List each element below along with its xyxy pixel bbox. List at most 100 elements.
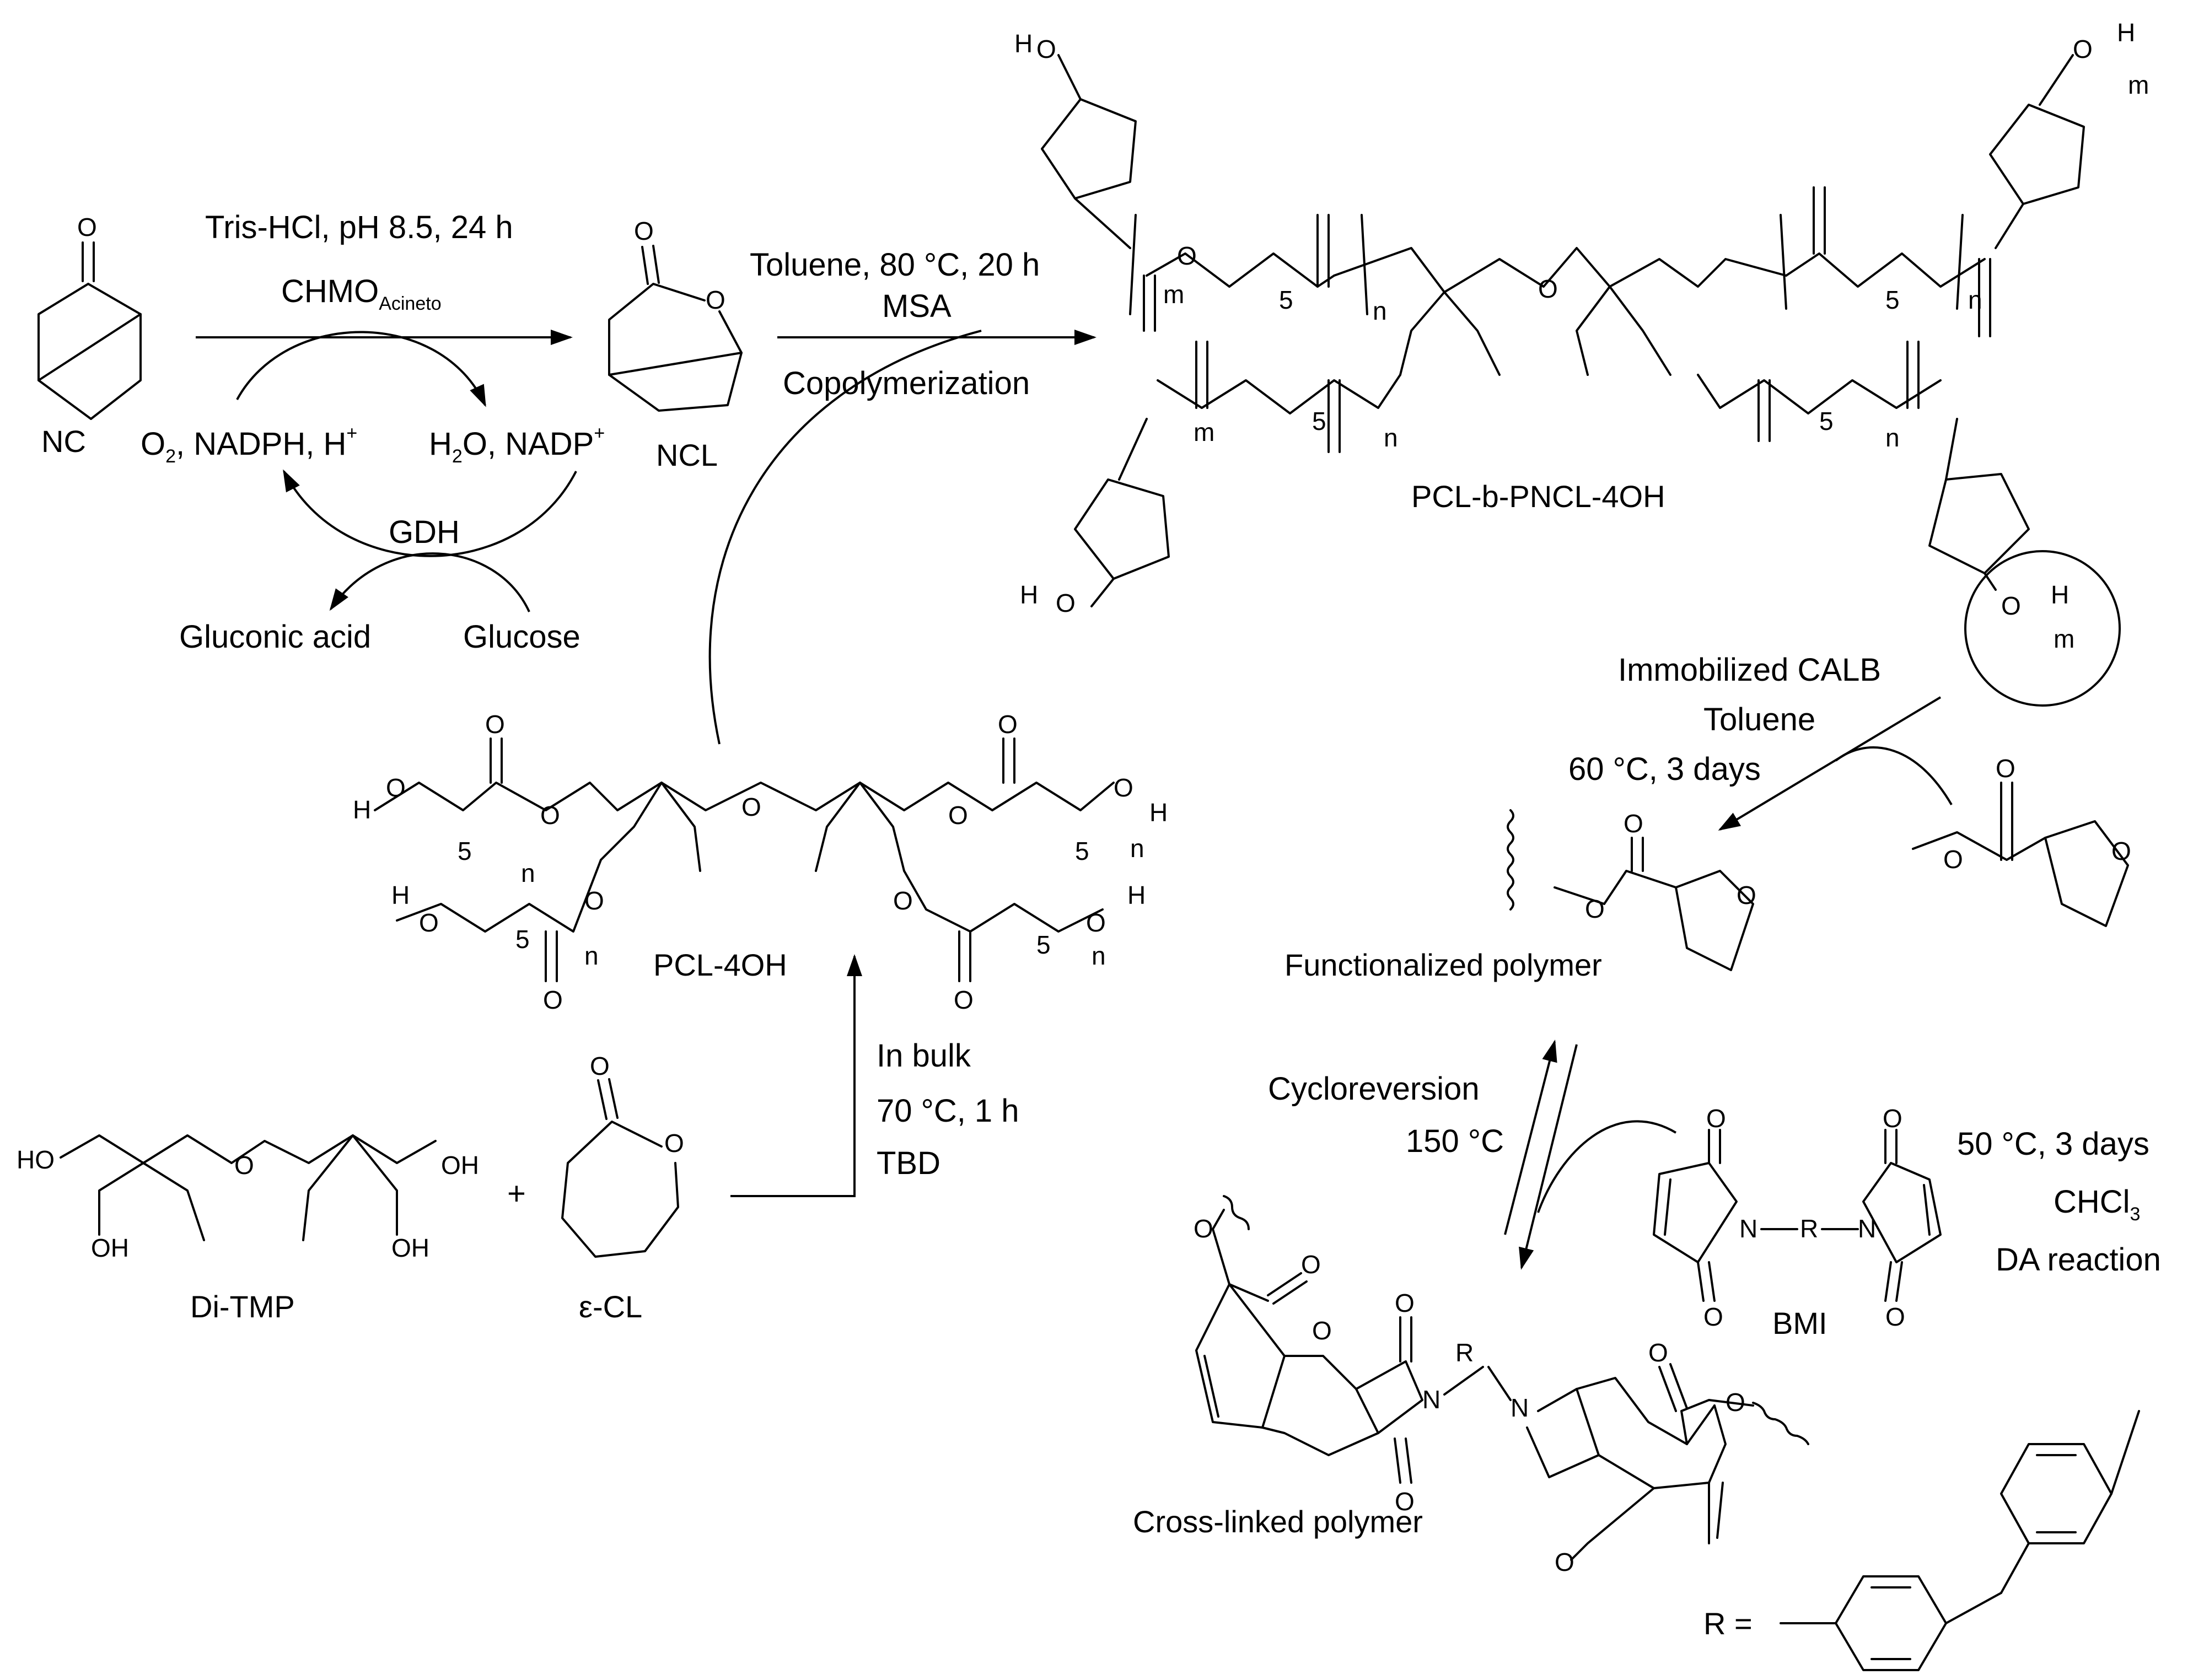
ester-o: O [1943, 845, 1963, 874]
nc-carbonyl-o: O [77, 213, 97, 241]
step4-line3: 60 °C, 3 days [1568, 751, 1761, 787]
oh: OH [91, 1234, 129, 1262]
end-oh-o: O [2073, 35, 2093, 63]
label-pcl-b-pncl-4oh: PCL-b-PNCL-4OH [1411, 479, 1665, 514]
bmi-o: O [1706, 1104, 1726, 1133]
step1-top-conditions: Tris-HCl, pH 8.5, 24 h [205, 209, 513, 245]
bmi-r: R [1800, 1214, 1818, 1243]
arm-five: 5 [1279, 286, 1293, 314]
ring-o: O [664, 1129, 684, 1157]
gdh-label: GDH [389, 514, 460, 550]
end-oh-h: H [2117, 18, 2135, 47]
label-di-tmp: Di-TMP [190, 1289, 295, 1324]
carbonyl-o: O [543, 986, 563, 1014]
label-ncl: NCL [656, 438, 718, 472]
h-end: H [353, 795, 371, 824]
bridge-o: O [1312, 1316, 1332, 1345]
step4-arrow [1718, 696, 1942, 831]
label-e-cl: ε-CL [579, 1289, 642, 1324]
step4-line1: Immobilized CALB [1618, 652, 1881, 688]
glucose-arrow [329, 552, 530, 612]
r-group-structure [1780, 1410, 2140, 1671]
step6-line1: Cycloreversion [1268, 1071, 1480, 1107]
h-end: H [391, 881, 410, 909]
h-end: H [1149, 798, 1168, 827]
bmi-structure: O O N R N O O [1653, 1104, 1942, 1331]
arm-five: 5 [1819, 407, 1834, 435]
five: 5 [458, 837, 472, 865]
ncl-structure: O O [608, 217, 743, 412]
xl-n: N [1422, 1385, 1440, 1414]
step5-line3: DA reaction [1996, 1242, 2161, 1278]
ester-carbonyl-o: O [1301, 1250, 1321, 1279]
o-atom: O [540, 801, 560, 830]
core-ether-o: O [741, 793, 761, 821]
o-atom: O [584, 886, 604, 915]
ether-o: O [234, 1151, 254, 1180]
o-atom: O [419, 908, 439, 937]
h2o-nadp-label: H2O, NADP+ [429, 423, 605, 467]
functionalized-polymer-structure: O O O [1507, 809, 1756, 971]
label-crosslinked-polymer: Cross-linked polymer [1133, 1504, 1423, 1539]
o-atom: O [1086, 908, 1106, 937]
oh: OH [441, 1151, 479, 1180]
end-oh-o: O [1036, 35, 1056, 63]
step3-line3: TBD [877, 1145, 940, 1181]
arm-n: n [1384, 423, 1398, 452]
end-oh-m: m [2054, 624, 2074, 653]
ester-o: O [1194, 1214, 1213, 1243]
ester-o: O [1726, 1388, 1745, 1417]
cofactor-curve-arrow [236, 331, 486, 407]
step5-line1: 50 °C, 3 days [1957, 1126, 2149, 1162]
arm-m: m [1163, 280, 1184, 309]
label-functionalized-polymer: Functionalized polymer [1284, 947, 1602, 982]
end-oh-o: O [2001, 591, 2021, 620]
label-pcl-4oh: PCL-4OH [653, 947, 787, 982]
label-nc: NC [41, 424, 86, 459]
bmi-o: O [1703, 1302, 1723, 1331]
arm-m: m [1194, 418, 1214, 446]
plus-sign: + [507, 1176, 526, 1211]
core-ether-o: O [1538, 274, 1558, 303]
carbonyl-o: O [998, 710, 1018, 739]
step1-enzyme: CHMOAcineto [281, 273, 442, 314]
methyl-furoate-structure: O O O [1912, 754, 2131, 927]
ncl-ring-o: O [706, 286, 725, 314]
arm-o: O [1177, 241, 1197, 270]
pcl-4oh-to-copolymerization-curve [708, 330, 982, 745]
o-atom: O [893, 886, 913, 915]
bmi-curve [1537, 1120, 1677, 1213]
o-atom: O [948, 801, 968, 830]
gluconic-acid-label: Gluconic acid [179, 619, 371, 655]
oh: OH [391, 1234, 429, 1262]
end-oh-h: H [1014, 29, 1033, 58]
imide-o: O [1395, 1487, 1415, 1516]
end-oh-o: O [1056, 589, 1076, 617]
end-oh-m: m [2128, 71, 2149, 99]
pcl-b-pncl-structure: O O 5 n m 5 n 5 n m [1014, 18, 2149, 707]
step2-line3: Copolymerization [783, 365, 1030, 401]
cofactor-regen-arrow [283, 469, 577, 557]
arm-n: n [1968, 286, 1982, 314]
furan-o: O [1737, 881, 1756, 909]
step2-line2: MSA [882, 288, 952, 324]
arm-five: 5 [1885, 286, 1900, 314]
ester-carbonyl-o: O [1624, 809, 1643, 838]
label-bmi: BMI [1772, 1306, 1828, 1340]
step3-arrow [730, 954, 862, 1197]
arm-n: n [1373, 297, 1387, 325]
methyl-furoate-curve [1835, 746, 1953, 806]
e-cl-structure: O O [561, 1052, 684, 1258]
ho: HO [17, 1145, 55, 1174]
arm-five: 5 [1312, 407, 1326, 435]
carbonyl-o: O [590, 1052, 610, 1080]
bmi-o: O [1883, 1104, 1902, 1133]
bridge-o: O [1555, 1548, 1574, 1576]
xl-n: N [1511, 1393, 1529, 1422]
end-oh-h: H [2051, 580, 2069, 609]
bmi-o: O [1885, 1302, 1905, 1331]
di-tmp-structure: HO O OH OH OH [17, 1134, 479, 1262]
step6-line2: 150 °C [1406, 1123, 1504, 1159]
nc-structure: O [37, 213, 142, 420]
